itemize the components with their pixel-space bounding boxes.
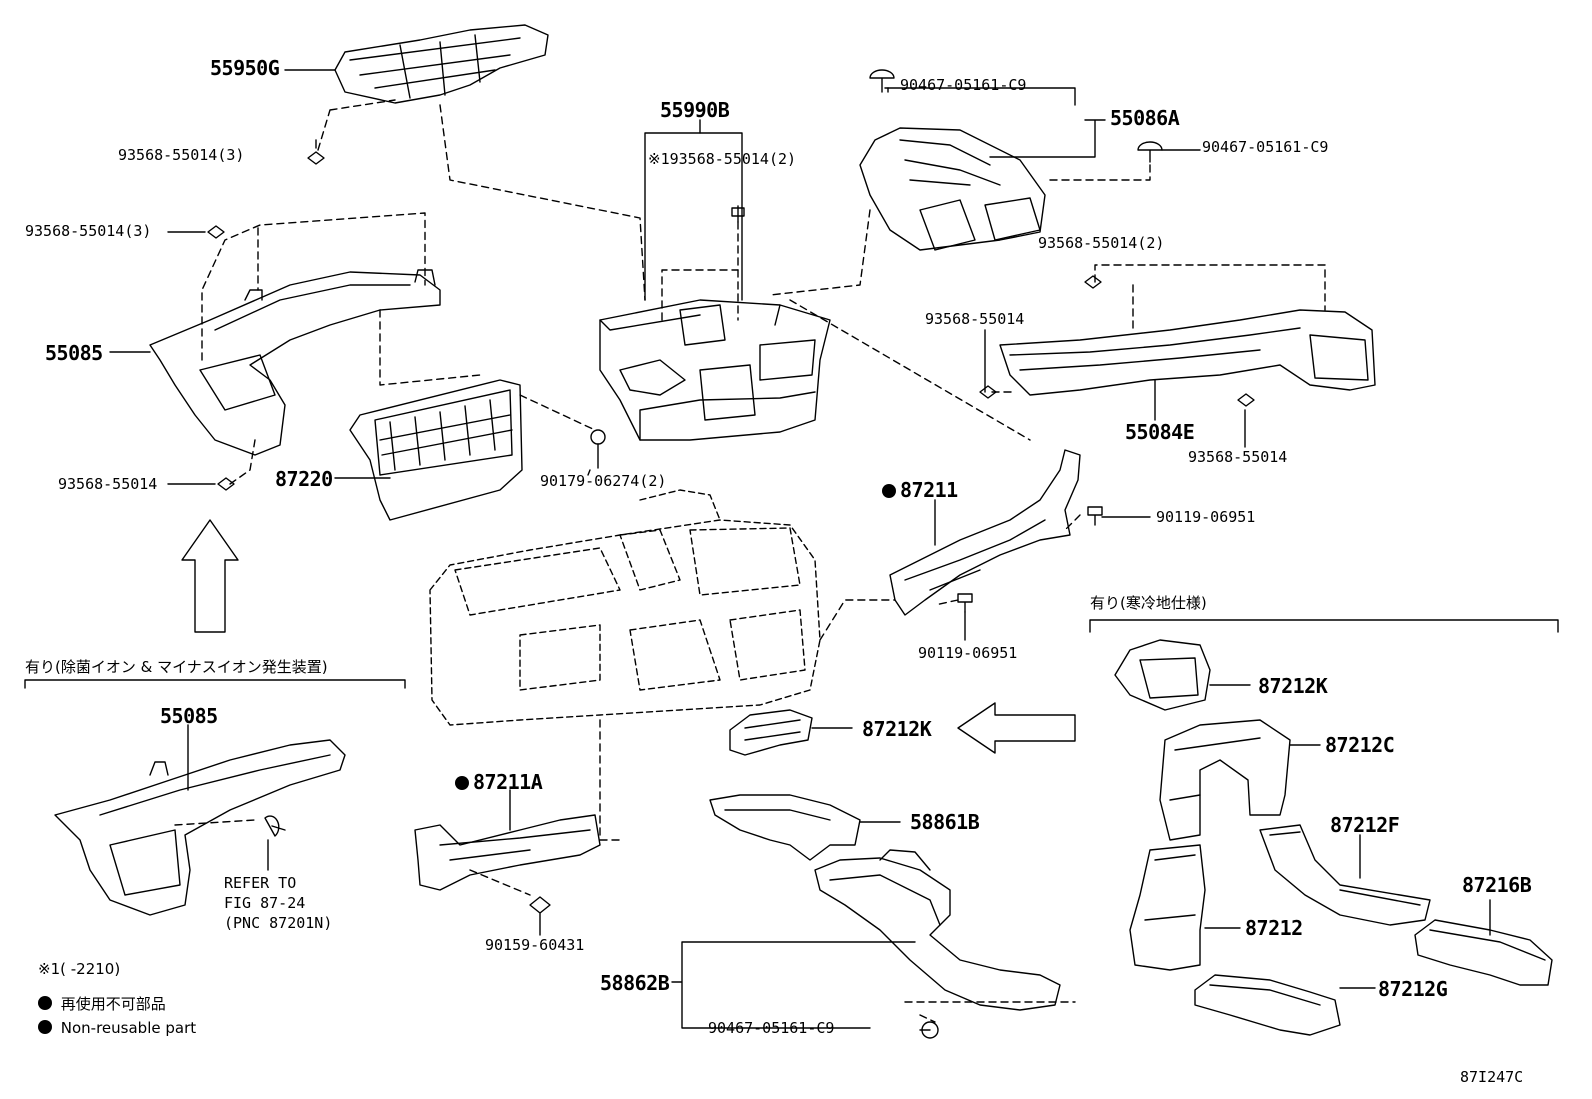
diagram-code: 87I247C: [1460, 1068, 1524, 1086]
nonreusable-dot-icon: [455, 776, 469, 790]
label-93568-55014-left: 93568-55014: [58, 475, 158, 493]
label-90467-right: 90467-05161-C9: [1202, 138, 1329, 156]
label-87216b: 87216B: [1462, 873, 1532, 897]
label-87212: 87212: [1245, 916, 1303, 940]
label-90467-top: 90467-05161-C9: [900, 76, 1027, 94]
part-87212c-shape: [1159, 719, 1291, 841]
part-87216b-shape: [1414, 919, 1553, 986]
part-87212f-shape: [1259, 824, 1431, 926]
group-ion-option: 有り(除菌イオン & マイナスイオン発生装置): [25, 658, 328, 676]
label-87212f: 87212F: [1330, 813, 1400, 837]
label-58861b: 58861B: [910, 810, 980, 834]
part-87211a-shape: [414, 814, 601, 891]
label-87211a-text: 87211A: [473, 770, 543, 794]
group-cold-option: 有り(寒冷地仕様): [1090, 594, 1207, 612]
note-nonreusable-jp: 再使用不可部品: [38, 996, 166, 1012]
note-nonreusable-jp-text: 再使用不可部品: [60, 995, 166, 1013]
label-90119-06951-a: 90119-06951: [1156, 508, 1256, 526]
part-58862b-shape: [814, 849, 1061, 1011]
part-55085-bottom-shape: [54, 739, 346, 916]
arrow-up-shape: [181, 519, 239, 633]
label-90467-bottom: 90467-05161-C9: [708, 1019, 835, 1037]
label-55950g: 55950G: [210, 56, 280, 80]
part-87212k-right-shape: [1114, 639, 1211, 711]
part-87212g-shape: [1194, 974, 1341, 1036]
label-93568-55014-2-right: 93568-55014(2): [1038, 234, 1165, 252]
part-55950g-shape: [334, 24, 549, 104]
label-87220: 87220: [275, 467, 333, 491]
label-87212g: 87212G: [1378, 977, 1448, 1001]
part-55084e-shape: [999, 309, 1376, 396]
nonreusable-dot-icon: [882, 484, 896, 498]
label-93568-55014-r1: 93568-55014: [925, 310, 1025, 328]
label-93568-55014-3-left: 93568-55014(3): [25, 222, 152, 240]
refer-line-1: REFER TO: [224, 874, 297, 892]
refer-line-3: (PNC 87201N): [224, 914, 333, 932]
label-x1-193568-55014-2: ※193568-55014(2): [648, 150, 797, 168]
label-87211a: 87211A: [455, 770, 543, 794]
part-heater-unit-shape: [429, 489, 821, 726]
arrow-left-shape: [957, 702, 1076, 754]
refer-line-2: FIG 87-24: [224, 894, 306, 912]
label-58862b: 58862B: [600, 971, 670, 995]
part-87220-shape: [349, 379, 523, 521]
label-55085-top: 55085: [45, 341, 103, 365]
label-87211-text: 87211: [900, 478, 958, 502]
part-55990b-shape: [599, 299, 831, 441]
label-87211: 87211: [882, 480, 958, 500]
label-55086a: 55086A: [1110, 106, 1180, 130]
part-87211-shape: [889, 449, 1081, 616]
label-90179-06274-2: 90179-06274(2): [540, 472, 667, 490]
note-nonreusable-en: Non-reusable part: [38, 1020, 196, 1036]
label-93568-55014-3-top: 93568-55014(3): [118, 146, 245, 164]
bullet-dot-icon: [38, 996, 52, 1010]
note-nonreusable-en-text: Non-reusable part: [60, 1019, 197, 1037]
label-90119-06951-b: 90119-06951: [918, 644, 1018, 662]
label-87212k-mid: 87212K: [862, 717, 932, 741]
label-90159-60431: 90159-60431: [485, 936, 585, 954]
label-93568-55014-r2: 93568-55014: [1188, 448, 1288, 466]
note-x1: ※1( -2210): [38, 960, 121, 978]
part-87212-shape: [1129, 844, 1206, 971]
label-87212c: 87212C: [1325, 733, 1395, 757]
label-55990b: 55990B: [660, 98, 730, 122]
label-55084e: 55084E: [1125, 420, 1195, 444]
bullet-dot-icon: [38, 1020, 52, 1034]
part-58861b-shape: [709, 794, 861, 861]
part-55086a-shape: [859, 127, 1046, 251]
part-55085-top-shape: [149, 269, 441, 456]
part-87212k-mid-shape: [729, 709, 813, 756]
label-87212k-right: 87212K: [1258, 674, 1328, 698]
label-55085-bottom: 55085: [160, 704, 218, 728]
